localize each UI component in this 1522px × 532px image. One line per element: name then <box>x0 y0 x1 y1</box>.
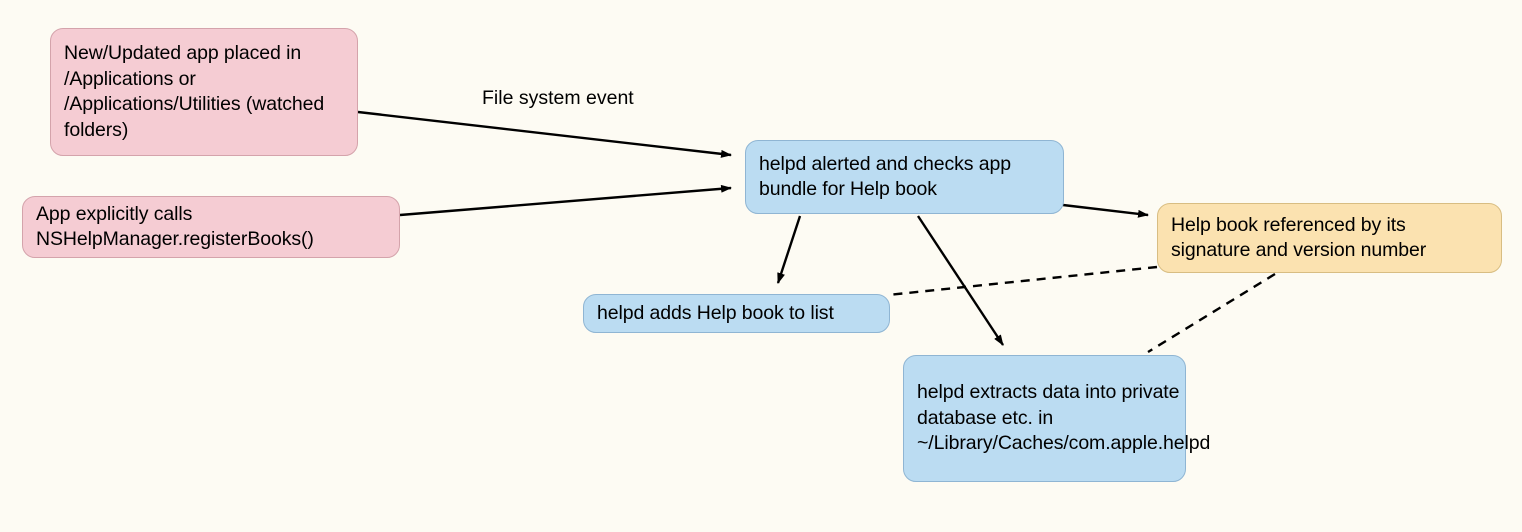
edge-explicit-call-to-helpd-alerted <box>399 184 732 217</box>
edge-helpd-alerted-to-help-referenced <box>1062 203 1149 218</box>
edge-help-referenced-to-extracts-data <box>1147 272 1276 354</box>
edge-label-file-system-event: File system event <box>482 87 634 109</box>
node-helpd-adds-to-list[interactable]: helpd adds Help book to list <box>583 294 890 333</box>
edge-new-app-to-helpd-alerted <box>357 110 732 158</box>
node-new-updated-app[interactable]: New/Updated app placed in /Applications … <box>50 28 358 156</box>
node-help-book-referenced[interactable]: Help book referenced by its signature an… <box>1157 203 1502 273</box>
node-help-book-referenced-label: Help book referenced by its signature an… <box>1171 213 1427 262</box>
edge-helpd-alerted-to-adds-to-list <box>776 215 802 284</box>
node-app-explicitly-calls[interactable]: App explicitly calls NSHelpManager.regis… <box>22 196 400 258</box>
node-helpd-extracts-data[interactable]: helpd extracts data into private databas… <box>903 355 1210 482</box>
node-helpd-alerted[interactable]: helpd alerted and checks app bundle for … <box>745 140 1064 214</box>
node-new-updated-app-label: New/Updated app placed in /Applications … <box>64 42 325 141</box>
node-helpd-adds-to-list-label: helpd adds Help book to list <box>597 301 834 324</box>
node-app-explicitly-calls-label: App explicitly calls NSHelpManager.regis… <box>36 202 314 251</box>
edge-help-referenced-to-adds-to-list <box>887 265 1158 297</box>
edge-helpd-alerted-to-extracts-data <box>916 215 1005 346</box>
node-helpd-extracts-data-label: helpd extracts data into private databas… <box>917 381 1211 455</box>
node-helpd-alerted-label: helpd alerted and checks app bundle for … <box>759 152 1011 201</box>
